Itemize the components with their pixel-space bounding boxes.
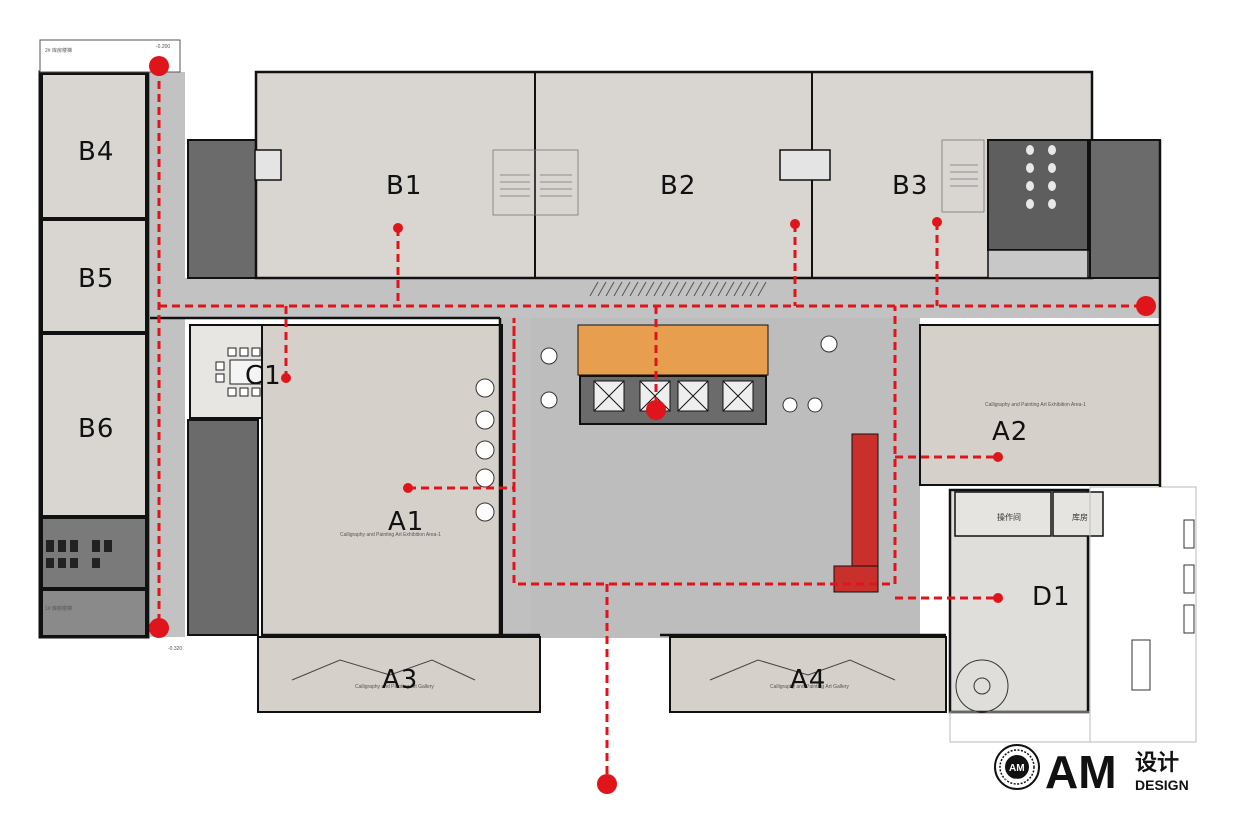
east-service-core [1089, 139, 1161, 279]
room-operation-label: 操作间 [997, 512, 1021, 522]
main-walls [150, 140, 1162, 637]
circulation-route [157, 68, 1145, 780]
label-a3: A3 [382, 665, 418, 695]
label-b5: B5 [78, 264, 114, 294]
label-b6: B6 [78, 414, 114, 444]
label-d1: D1 [1032, 582, 1071, 612]
room-b6 [41, 333, 147, 517]
corridor-floor [150, 72, 185, 637]
entrance-east [1136, 296, 1156, 316]
terrace [1089, 486, 1197, 743]
a1-subtitle: Calligraphy and Painting Art Exhibition … [340, 532, 441, 538]
logo-badge-subtext: DESIGN [1005, 777, 1020, 782]
label-a1: A1 [388, 507, 424, 537]
label-c1: C1 [245, 361, 282, 391]
hatched-strip [589, 281, 767, 297]
room-b4 [41, 73, 147, 219]
room-storage-label: 库房 [1072, 512, 1088, 522]
room-b5 [41, 219, 147, 333]
stair-top-label: 2# 库房楼梯 [45, 47, 72, 54]
level-top-label: -0.200 [156, 44, 170, 50]
service-core-west [187, 139, 257, 279]
east-restroom-lower [987, 249, 1089, 279]
logo-badge-text: AM [1009, 763, 1025, 774]
spiral-stair [955, 659, 1009, 713]
north-block [254, 70, 1094, 280]
label-b3: B3 [892, 171, 928, 201]
west-stair-top [39, 39, 181, 73]
entrance-markers [149, 56, 1156, 794]
room-operation [954, 491, 1052, 537]
entrance-nw [149, 56, 169, 76]
label-b2: B2 [660, 171, 696, 201]
am-design-logo: AM DESIGN AM 设计 DESIGN [994, 744, 1189, 798]
logo-cn: 设计 [1135, 750, 1179, 775]
toilet-b1 [254, 149, 282, 181]
a4-zigzag [709, 659, 896, 681]
terrace-south [949, 711, 1091, 743]
corridor-floor-north [185, 278, 1160, 318]
a2-subtitle: Calligraphy and Painting Art Exhibition … [985, 402, 1086, 408]
stair-b2 [492, 149, 579, 216]
a3-zigzag [291, 659, 476, 681]
a1-seating [475, 378, 495, 522]
label-a4: A4 [790, 665, 826, 695]
a4-subtitle: Calligraphy and Painting Art Gallery [770, 684, 849, 690]
restroom-fixtures-east [1026, 145, 1056, 209]
service-core-mid [187, 419, 259, 636]
level-bottom-label: -0.320 [168, 646, 182, 652]
logo-am: AM [1045, 746, 1117, 798]
label-b4: B4 [78, 137, 114, 167]
entrance-elevator [646, 400, 666, 420]
entrance-sw [149, 618, 169, 638]
room-a1 [261, 324, 503, 636]
west-restroom [41, 517, 147, 589]
route-endpoints [281, 217, 1003, 603]
logo-en: DESIGN [1135, 777, 1189, 793]
east-restroom [987, 139, 1089, 251]
stair-b3 [941, 139, 985, 213]
red-stair-landing [833, 565, 879, 593]
label-a2: A2 [992, 417, 1028, 447]
entrance-south [597, 774, 617, 794]
terrace-tables [1131, 519, 1195, 691]
west-stair-bottom [41, 589, 147, 637]
label-b1: B1 [386, 171, 422, 201]
lounge-seating [540, 335, 838, 413]
stage [577, 324, 769, 376]
room-storage [1052, 491, 1104, 537]
a3-subtitle: Calligraphy and Painting Art Gallery [355, 684, 434, 690]
restroom-fixtures-west [46, 540, 112, 568]
stair-bottom-label: 1# 库房楼梯 [45, 605, 72, 612]
toilet-b2 [779, 149, 831, 181]
